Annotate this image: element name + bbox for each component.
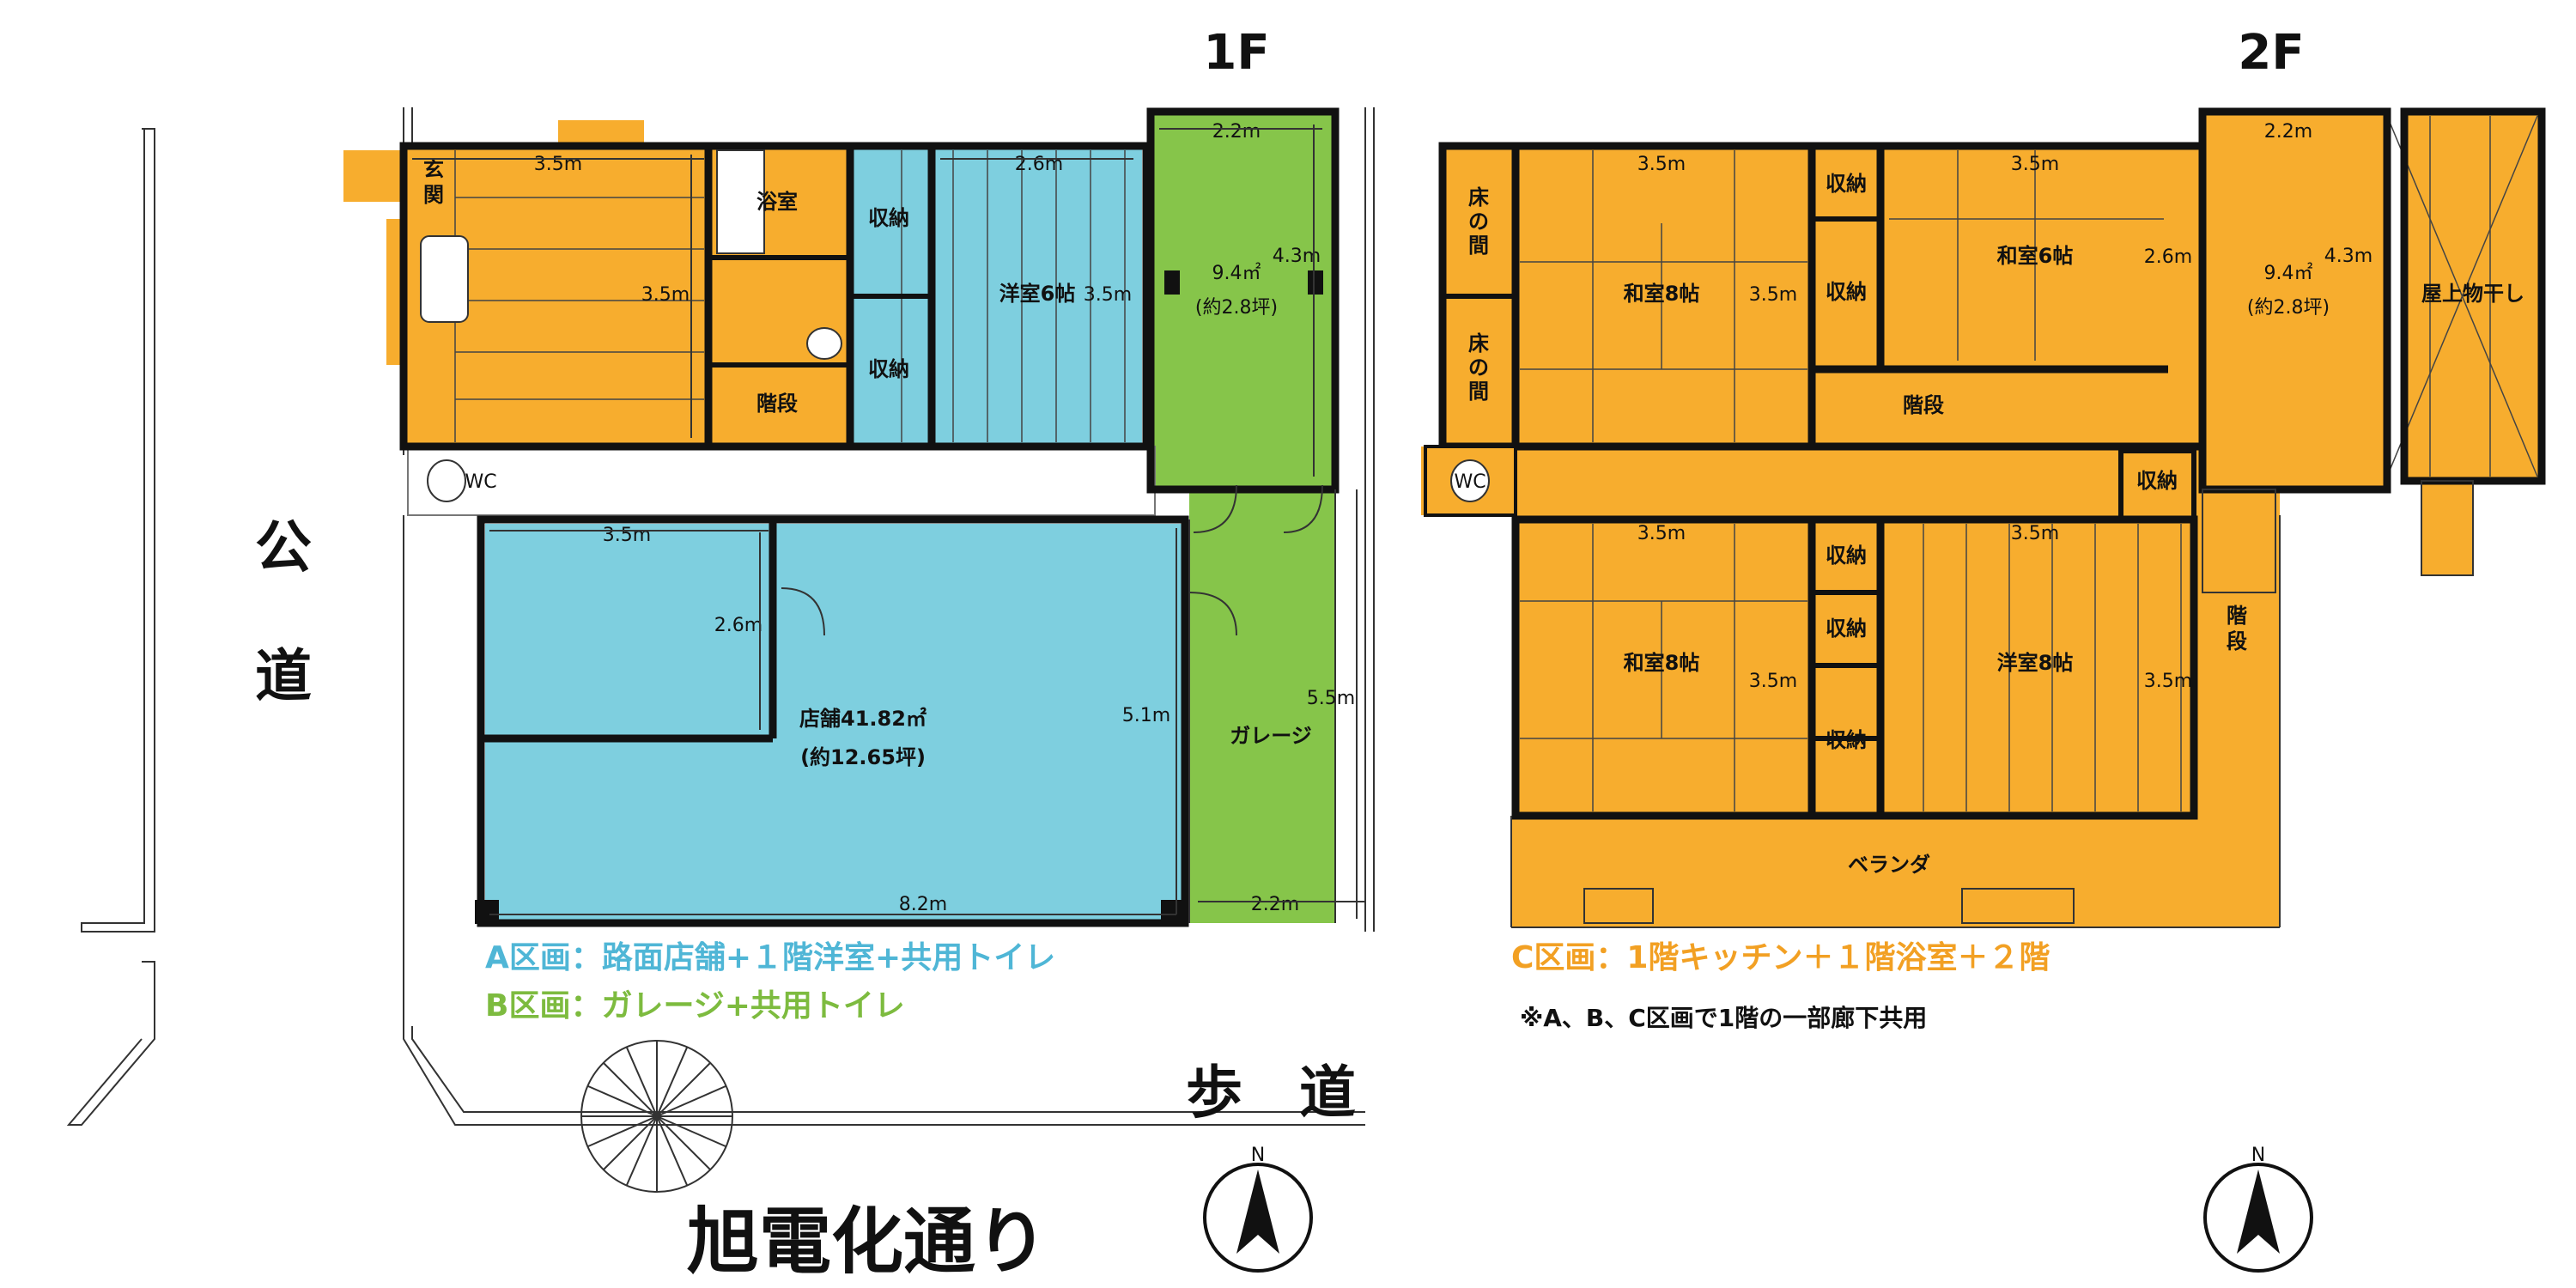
western-room-label: 洋室6帖 <box>999 282 1076 306</box>
dim-j6-w: 3.5m <box>2011 154 2059 175</box>
bath-label: 浴室 <box>756 190 798 214</box>
compass-n-2f: N <box>2251 1145 2265 1166</box>
corridor-1f <box>407 446 1156 516</box>
dim-garage-h: 5.5m <box>1307 688 1355 709</box>
dim-kitchen-h: 3.5m <box>641 284 690 306</box>
storage-2f-1: 収納 <box>1826 172 1867 196</box>
western-8-label: 洋室8帖 <box>1997 651 2074 675</box>
entrance-label-1: 玄 <box>423 157 444 181</box>
dim-w8-w: 3.5m <box>2011 523 2059 544</box>
storage-label-1f-b: 収納 <box>868 357 909 381</box>
japanese-8a-label: 和室8帖 <box>1624 282 1700 306</box>
storage-label-1f-a: 収納 <box>868 206 909 230</box>
wc-label-2f: WC <box>1454 471 1485 493</box>
walls-1f <box>399 107 1340 927</box>
veranda-label: ベランダ <box>1848 853 1930 877</box>
stairs-label-1f: 階段 <box>756 392 798 416</box>
stairs-ext-label-b: 段 <box>2227 629 2247 653</box>
dim-w8-h: 3.5m <box>2144 671 2192 692</box>
dim-tile-w-2f: 2.2m <box>2264 121 2312 143</box>
dim-tile-h-2f: 4.3m <box>2324 246 2372 267</box>
japanese-6-label: 和室6帖 <box>1997 244 2074 268</box>
public-road-label-2: 道 <box>255 643 312 709</box>
walls-2f <box>1424 107 2546 928</box>
dim-shop-sub-h: 2.6m <box>714 615 762 636</box>
storage-2f-5: 収納 <box>1826 617 1867 641</box>
tile-tsubo-1f: (約2.8坪) <box>1195 297 1278 319</box>
north-arrow-icon-1f <box>1203 1163 1313 1273</box>
north-arrow-icon-2f <box>2203 1163 2313 1273</box>
board-lines-2f <box>1520 115 2538 811</box>
dimension-lines-1f <box>412 125 1365 919</box>
wc-label-1f: WC <box>465 471 496 493</box>
storage-2f-4: 収納 <box>1826 544 1867 568</box>
storage-2f-3: 収納 <box>2136 469 2178 493</box>
zone-blue-shop <box>485 524 1185 923</box>
drying-area-label: 屋上物干し <box>2421 282 2524 306</box>
japanese-8b-label: 和室8帖 <box>1624 651 1700 675</box>
legend-a: A区画：路面店舗+１階洋室+共用トイレ <box>485 940 1055 975</box>
dim-garage-w: 2.2m <box>1251 894 1299 915</box>
public-road-label-1: 公 <box>255 514 312 580</box>
dim-j8b-w: 3.5m <box>1637 523 1686 544</box>
tile-area-1f: 9.4㎡ <box>1212 262 1261 284</box>
floor-label-2f: 2F <box>2238 25 2304 81</box>
street-name-label: 旭電化通り <box>687 1200 1048 1284</box>
dim-western-w: 2.6m <box>1015 154 1063 175</box>
dim-kitchen-w: 3.5m <box>534 154 582 175</box>
dim-j8b-h: 3.5m <box>1749 671 1797 692</box>
garage-label: ガレージ <box>1230 724 1312 748</box>
compass-n-1f: N <box>1251 1145 1265 1166</box>
alcove-2-label-b: の <box>1468 355 1489 380</box>
storage-2f-2: 収納 <box>1826 280 1867 304</box>
alcove-2-label-a: 床 <box>1468 331 1489 355</box>
legend-note: ※A、B、C区画で1階の一部廊下共用 <box>1520 1004 1927 1032</box>
sidewalk-label: 歩 道 <box>1186 1060 1356 1126</box>
shop-label: 店舗41.82㎡ <box>799 707 927 731</box>
alcove-2-label-c: 間 <box>1468 380 1489 404</box>
dim-shop-w: 8.2m <box>899 894 947 915</box>
zone-orange-2f <box>1421 112 2542 927</box>
dim-shop-sub-w: 3.5m <box>603 525 651 546</box>
alcove-1-label-b: の <box>1468 210 1489 234</box>
legend-c: C区画：1階キッチン＋１階浴室＋２階 <box>1511 940 2050 975</box>
tile-area-2f: 9.4㎡ <box>2264 262 2313 284</box>
entrance-label-2: 関 <box>423 183 444 207</box>
zone-green-tile <box>1151 112 1335 489</box>
shop-tsubo: (約12.65坪) <box>800 745 926 769</box>
tile-tsubo-2f: (約2.8坪) <box>2247 297 2330 319</box>
fixtures-1f <box>420 149 1323 636</box>
storage-2f-6: 収納 <box>1826 728 1867 752</box>
dim-tile-w-1f: 2.2m <box>1212 121 1261 143</box>
dim-j8a-h: 3.5m <box>1749 284 1797 306</box>
dim-tile-h-1f: 4.3m <box>1273 246 1321 267</box>
stairs-ext-label-a: 階 <box>2227 604 2247 628</box>
alcove-1-label-c: 間 <box>1468 234 1489 258</box>
dim-shop-h: 5.1m <box>1122 705 1170 726</box>
floor-label-1f: 1F <box>1203 25 1269 81</box>
tree-icon <box>580 1040 733 1193</box>
stairs-label-2f: 階段 <box>1903 393 1944 417</box>
dim-j8a-w: 3.5m <box>1637 154 1686 175</box>
legend-b: B区画：ガレージ+共用トイレ <box>485 988 905 1024</box>
dim-western-h: 3.5m <box>1084 284 1132 306</box>
dim-j6-h: 2.6m <box>2144 246 2192 268</box>
zone-green-garage <box>1189 489 1335 923</box>
alcove-1-label-a: 床 <box>1468 185 1489 210</box>
